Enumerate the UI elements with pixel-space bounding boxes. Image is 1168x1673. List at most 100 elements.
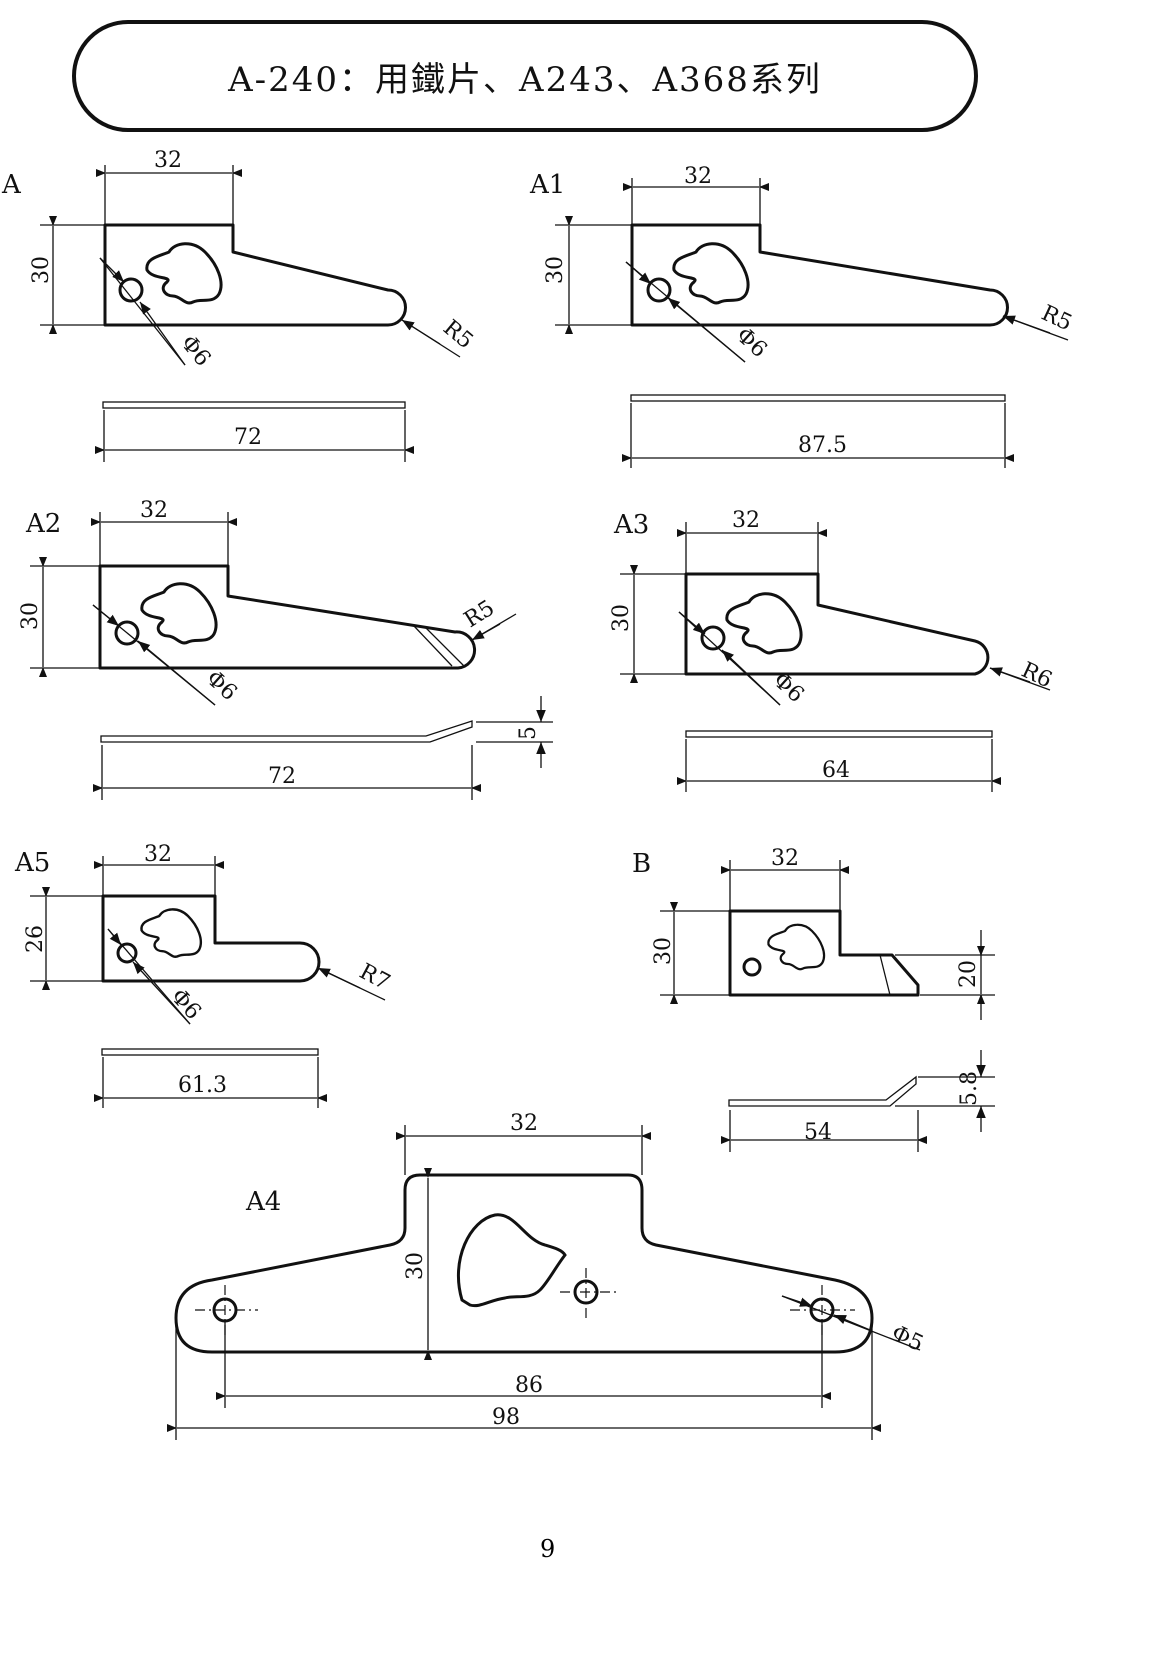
dim-width: 32 [771,846,799,871]
drawing-line [684,572,990,676]
drawing-line [781,1295,813,1307]
part-label: A2 [25,509,61,539]
drawing-line [317,967,361,989]
drawing-line [678,611,706,635]
page-number: 9 [540,1535,556,1563]
dim-width: 32 [732,508,760,533]
dim-bend: 5.8 [957,1071,982,1106]
dim-length: 61.3 [178,1073,227,1098]
page-title: A-240：用鐵片、A243、A368系列 [228,59,822,100]
dim-radius: R7 [355,959,394,995]
dim-hole: Φ6 [166,984,206,1025]
part-a2: A2 32 30 Φ6 R5 5 72 [18,498,553,800]
dim-length: 87.5 [798,433,847,458]
dim-width: 32 [684,164,712,189]
drawing-line [101,1048,319,1056]
drawing-line [700,625,726,651]
drawing-line [646,277,672,303]
dim-width: 32 [140,498,168,523]
drawing-line [725,592,803,655]
part-b: B 32 30 20 5.8 54 [632,846,995,1152]
drawing-line [175,1320,873,1440]
drawing-line [667,297,746,363]
drawing-line [728,1075,917,1107]
drawing-line [456,1213,567,1308]
dim-hole: Φ6 [731,323,772,363]
dim-tab: 20 [956,960,981,988]
drawing-line [672,242,750,305]
drawing-line [413,625,465,667]
dim-length: 54 [804,1120,832,1145]
drawing-line [103,223,407,327]
drawing-line [989,667,1031,683]
part-a: A 32 30 Φ6 R5 72 [1,148,478,462]
drawing-line [107,928,122,946]
drawing-line [630,223,1009,327]
dim-hole: Φ5 [887,1321,927,1357]
drawing-line [101,894,321,983]
drawing-line [729,1110,919,1152]
dim-height: 30 [403,1252,428,1280]
dim-height: 30 [651,937,676,965]
dim-hole: Φ6 [201,666,242,706]
drawing-line [100,720,473,743]
part-label: A5 [14,848,50,878]
part-label: A4 [245,1187,281,1217]
drawing-line [102,401,406,409]
drawing-line [114,620,140,646]
drawing-line [879,954,891,996]
drawing-line [99,257,186,366]
dim-width: 32 [154,148,182,173]
drawing-line [685,730,993,738]
dim-length: 64 [822,758,850,783]
drawing-line [174,1173,874,1354]
drawing-line [104,165,234,225]
drawing-line [833,1314,871,1331]
dim-radius: R6 [1017,658,1055,694]
drawing-line [630,394,1006,402]
drawing-line [625,261,652,285]
dim-height: 30 [543,256,568,284]
drawing-line [471,623,501,641]
part-a3: A3 32 30 Φ6 R6 64 [609,508,1056,792]
drawing-line [140,908,203,958]
dim-height: 30 [18,602,43,630]
part-a5: A5 32 26 Φ6 R7 61.3 [14,842,394,1108]
drawing-line [401,319,441,345]
dim-hole: Φ6 [175,331,215,372]
dim-length: 72 [268,764,296,789]
dim-height: 26 [23,925,48,953]
part-a4: A4 32 30 Φ5 86 98 [167,1111,927,1440]
part-a1: A1 32 30 Φ6 R5 87.5 [529,164,1076,468]
part-label: A1 [529,170,565,200]
part-label: A [1,170,22,200]
dim-length: 98 [492,1405,520,1430]
drawing-line [742,957,762,977]
dim-height: 30 [609,604,634,632]
drawing-line [140,582,218,645]
drawing-line [132,961,191,1025]
drawing-line [137,640,216,706]
drawing-line [98,564,477,670]
title-banner: A-240：用鐵片、A243、A368系列 [72,20,978,132]
drawing-line [139,301,186,366]
drawing-line [476,721,553,743]
dim-width: 32 [144,842,172,867]
drawing-line [195,1268,855,1336]
drawing-line [728,909,920,997]
drawing-line [145,242,223,305]
part-label: B [632,849,651,879]
drawing-line [1002,315,1051,334]
dim-width: 32 [510,1111,538,1136]
dim-length: 72 [234,425,262,450]
dim-radius: R5 [438,315,477,354]
drawing-line [107,928,191,1025]
dim-hole-spacing: 86 [515,1373,543,1398]
drawing-line [721,649,781,706]
drawing-line [767,923,826,971]
part-label: A3 [613,510,649,540]
dim-bend: 5 [516,726,541,740]
drawing-line [116,942,138,964]
drawing-line [99,257,125,283]
